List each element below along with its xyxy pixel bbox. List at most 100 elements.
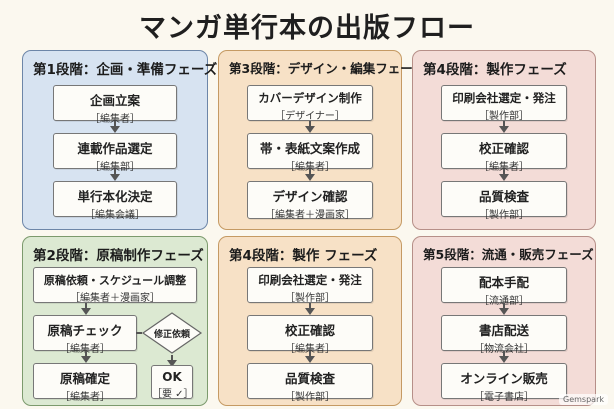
diamond-icon: [141, 312, 203, 354]
flow-step: 品質検査 ［製作部］: [247, 363, 373, 403]
arrow-down-icon: [167, 360, 177, 367]
ok-label: OK: [162, 370, 182, 384]
step-label: 品質検査: [284, 371, 335, 386]
step-label: 書店配送: [478, 323, 529, 338]
flow-step: デザイン確認 ［編集者＋漫画家］: [247, 181, 373, 221]
panel-title: 第5段階：流通・販売フェーズ: [423, 247, 594, 262]
flow-step: 連載作品選定 ［編集部］: [53, 133, 177, 173]
flow-step: 印刷会社選定・発注 ［製作部］: [247, 267, 373, 304]
arrow-down-icon: [110, 126, 120, 133]
ok-step: OK ［要 ✓］: [151, 365, 194, 400]
arrow-down-icon: [305, 174, 315, 181]
step-role: ［物流会社］: [474, 344, 534, 355]
step-role: ［編集部］: [90, 162, 140, 173]
arrow-down-icon: [499, 174, 509, 181]
arrow-down-icon: [499, 126, 509, 133]
step-label: 品質検査: [478, 189, 529, 204]
connector: [114, 121, 116, 127]
step-label: 帯・表紙文案作成: [259, 141, 360, 156]
step-role: ［編集者＋漫画家］: [70, 293, 160, 304]
arrow-down-icon: [81, 308, 91, 315]
stage-4-panel-alt: 第4段階：製作 フェーズ 印刷会社選定・発注 ［製作部］ 校正確認 ［編集者］ …: [218, 236, 402, 406]
step-label: 原稿確定: [59, 371, 110, 386]
step-label: 配本手配: [478, 275, 529, 290]
flow-step: 校正確認 ［編集者］: [441, 133, 567, 173]
arrow-down-icon: [110, 174, 120, 181]
step-role: ［製作部］: [479, 111, 529, 122]
connector: [136, 332, 142, 334]
step-label: 校正確認: [478, 141, 529, 156]
flow-step: 書店配送 ［物流会社］: [441, 315, 567, 355]
flow-step: 品質検査 ［製作部］: [441, 181, 567, 221]
connector: [503, 121, 505, 127]
panel-title: 第3段階：デザイン・編集フェーズ: [229, 61, 425, 76]
decision-node: 修正依頼: [141, 311, 203, 355]
decision-label: 修正依頼: [154, 330, 191, 340]
connector: [309, 169, 311, 175]
connector: [503, 351, 505, 357]
step-role: ［編集者］: [285, 344, 335, 355]
flow-step: カバーデザイン制作 ［デザイナー］: [247, 85, 373, 122]
flow-step: 校正確認 ［編集者］: [247, 315, 373, 355]
step-role: ［編集会議］: [85, 210, 145, 221]
step-role: ［編集者］: [479, 162, 529, 173]
flow-step: 帯・表紙文案作成 ［編集者］: [247, 133, 373, 173]
flow-step: 原稿依頼・スケジュール調整 ［編集者＋漫画家］: [33, 267, 197, 304]
connector: [114, 169, 116, 175]
stage-1-panel: 第1段階：企画・準備フェーズ 企画立案 ［編集者］ 連載作品選定 ［編集部］ 単…: [22, 50, 217, 230]
step-role: ［編集者］: [60, 392, 110, 403]
flow-step: 企画立案 ［編集者］: [53, 85, 177, 125]
connector: [309, 351, 311, 357]
connector: [503, 169, 505, 175]
arrow-down-icon: [305, 356, 315, 363]
step-role: ［流通部］: [479, 296, 529, 307]
step-role: ［編集者］: [60, 344, 110, 355]
step-label: 印刷会社選定・発注: [258, 273, 362, 287]
stage-3-panel: 第3段階：デザイン・編集フェーズ カバーデザイン制作 ［デザイナー］ 帯・表紙文…: [218, 50, 425, 230]
step-role: ［製作部］: [285, 392, 335, 403]
step-label: 企画立案: [89, 93, 140, 108]
arrow-down-icon: [305, 126, 315, 133]
step-label: 校正確認: [284, 323, 335, 338]
step-label: オンライン販売: [460, 371, 548, 386]
connector: [171, 355, 173, 361]
step-role: ［製作部］: [285, 293, 335, 304]
flow-step: 原稿確定 ［編集者］: [33, 363, 137, 403]
step-label: 単行本化決定: [77, 189, 153, 204]
step-role: ［編集者］: [285, 162, 335, 173]
flow-step: 原稿チェック ［編集者］: [33, 315, 137, 355]
stage-5-panel: 第5段階：流通・販売フェーズ 配本手配 ［流通部］ 書店配送 ［物流会社］ オン…: [412, 236, 596, 406]
connector: [85, 303, 87, 309]
flow-step: 単行本化決定 ［編集会議］: [53, 181, 177, 221]
flow-step: 印刷会社選定・発注 ［製作部］: [441, 85, 567, 122]
flow-step: 配本手配 ［流通部］: [441, 267, 567, 307]
step-role: ［デザイナー］: [275, 111, 345, 122]
connector: [503, 303, 505, 309]
connector: [309, 121, 311, 127]
watermark: Gemspark: [559, 394, 608, 405]
step-role: ［製作部］: [479, 210, 529, 221]
stage-4-panel: 第4段階：製作フェーズ 印刷会社選定・発注 ［製作部］ 校正確認 ［編集者］ 品…: [412, 50, 596, 230]
flow-step: オンライン販売 ［電子書店］: [441, 363, 567, 403]
arrow-down-icon: [499, 356, 509, 363]
step-label: 印刷会社選定・発注: [452, 91, 556, 105]
stage-2-panel: 第2段階：原稿制作フェーズ 原稿依頼・スケジュール調整 ［編集者＋漫画家］ 原稿…: [22, 236, 208, 406]
panel-title: 第4段階：製作 フェーズ: [229, 248, 378, 264]
step-label: 連載作品選定: [77, 141, 153, 156]
panel-title: 第4段階：製作フェーズ: [423, 62, 567, 78]
panel-title: 第2段階：原稿制作フェーズ: [33, 248, 204, 264]
arrow-down-icon: [305, 308, 315, 315]
arrow-down-icon: [81, 356, 91, 363]
connector: [85, 351, 87, 357]
connector: [309, 303, 311, 309]
step-role: ［電子書店］: [474, 392, 534, 403]
ok-role: ［要 ✓］: [152, 389, 194, 400]
panel-title: 第1段階：企画・準備フェーズ: [33, 62, 218, 78]
step-label: デザイン確認: [272, 189, 348, 204]
step-role: ［編集者＋漫画家］: [265, 210, 355, 221]
step-label: 原稿依頼・スケジュール調整: [43, 274, 187, 287]
step-label: カバーデザイン制作: [258, 91, 362, 105]
arrow-down-icon: [499, 308, 509, 315]
page-title: マンガ単行本の出版フロー: [139, 13, 475, 44]
step-label: 原稿チェック: [47, 323, 123, 338]
